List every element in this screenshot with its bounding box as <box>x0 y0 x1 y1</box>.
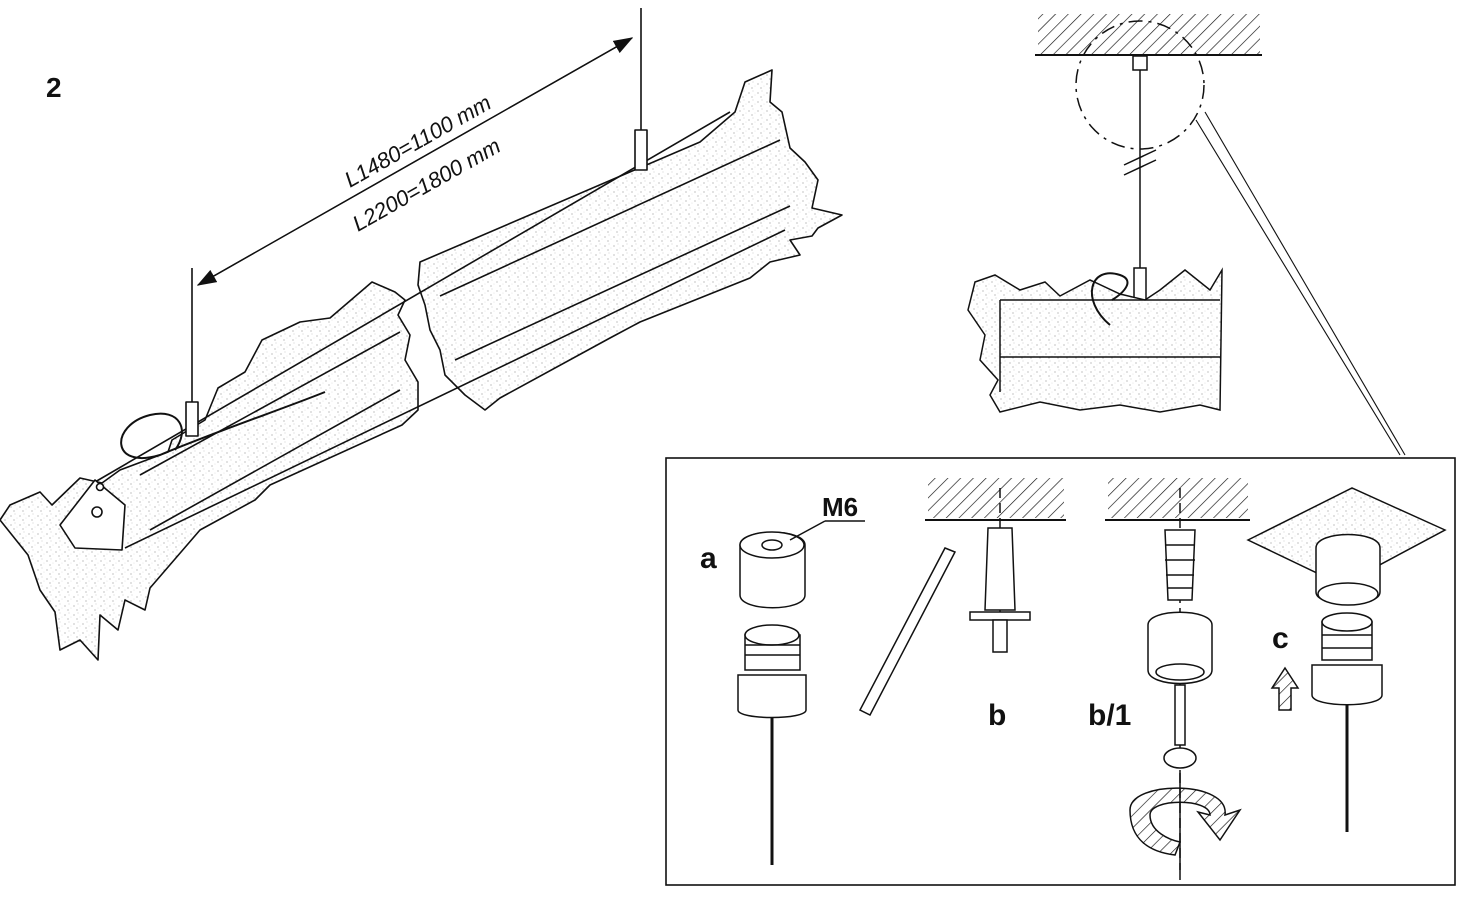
label-b: b <box>988 699 1006 732</box>
dimension-line <box>196 37 634 286</box>
power-cable <box>120 391 326 459</box>
end-cap-screw <box>91 506 103 518</box>
ceiling-suspension <box>967 14 1406 456</box>
part-c <box>1246 487 1447 832</box>
wall-plug <box>1164 529 1196 601</box>
screw <box>1174 684 1186 746</box>
anchor-bolt <box>984 527 1016 611</box>
drill-bit <box>858 547 957 717</box>
label-b1: b/1 <box>1088 699 1131 732</box>
ceiling-hatch-b <box>928 478 1064 518</box>
thread-label: M6 <box>822 492 858 522</box>
ceiling-hatch-b1 <box>1108 478 1248 518</box>
part-b <box>858 478 1066 717</box>
collar-c <box>1311 664 1383 706</box>
luminaire-left-segment <box>0 281 419 661</box>
luminaire-right-segment <box>417 69 843 411</box>
luminaire-section <box>967 267 1223 413</box>
rotation-arrow <box>1129 787 1242 856</box>
label-c: c <box>1272 622 1289 655</box>
luminaire-drawing <box>0 8 843 661</box>
detail-frame <box>665 457 1456 886</box>
suspension-grip-right <box>634 129 648 171</box>
step-number: 2 <box>46 72 62 103</box>
up-arrow <box>1270 666 1300 711</box>
part-b1 <box>1105 478 1250 880</box>
part-a <box>737 520 865 865</box>
suspension-grip-left <box>185 401 199 437</box>
ceiling-fixture <box>1132 55 1148 71</box>
ceiling-hatch <box>1038 14 1260 54</box>
collar-a <box>737 674 807 719</box>
label-a: a <box>700 542 717 575</box>
